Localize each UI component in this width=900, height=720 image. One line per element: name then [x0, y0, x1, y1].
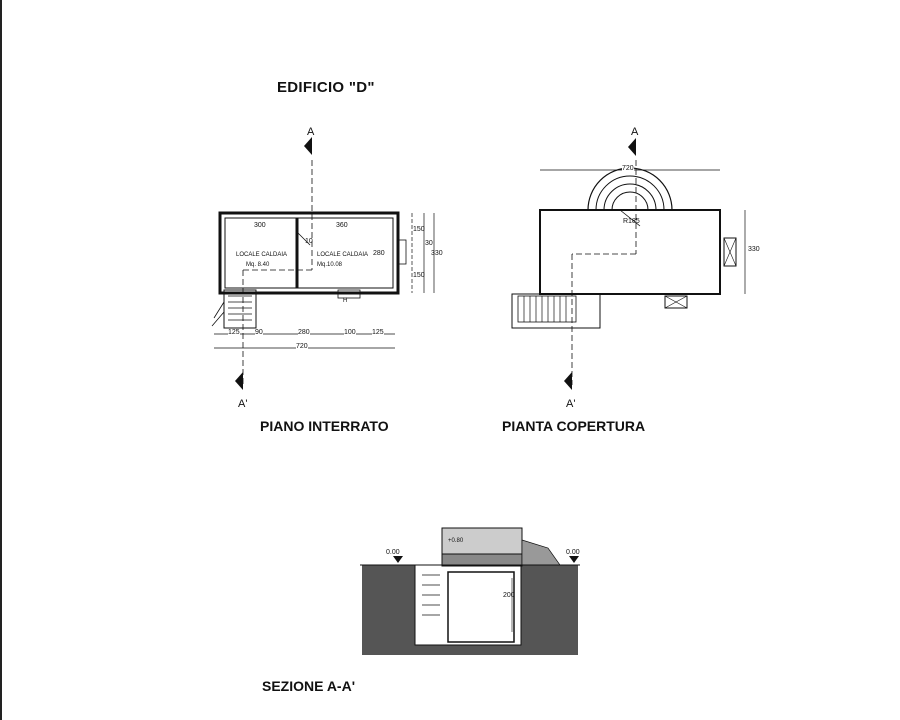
basement-dim-125a: 125: [228, 329, 240, 336]
basement-dim-280v: 280: [373, 250, 385, 257]
basement-dim-300: 300: [254, 222, 266, 229]
roof-title: PIANTA COPERTURA: [502, 418, 646, 434]
basement-dim-100: 100: [344, 329, 356, 336]
roof-section-a-label: A: [631, 126, 639, 138]
section-title: SEZIONE A-A': [262, 678, 356, 694]
section-level-left: 0.00: [386, 549, 400, 556]
section-level-top: +0.80: [448, 538, 464, 544]
basement-dim-30: 30: [425, 240, 433, 247]
page-border: [0, 0, 2, 720]
basement-section-a-label: A: [307, 126, 315, 138]
basement-dim-720: 720: [296, 343, 308, 350]
basement-section-a1-label: A': [238, 398, 248, 410]
room1-name: LOCALE CALDAIA: [236, 252, 288, 258]
basement-plan: [211, 137, 435, 390]
basement-dim-150b: 150: [413, 272, 425, 279]
roof-radius: R185: [623, 218, 640, 225]
roof-dim-330: 330: [748, 246, 760, 253]
basement-title: PIANO INTERRATO: [260, 418, 389, 434]
basement-dim-125b: 125: [372, 329, 384, 336]
room2-area: Mq.10.08: [317, 262, 343, 268]
roof-dim-720: 720: [622, 165, 634, 172]
roof-plan: [511, 138, 746, 390]
roof-section-a1-label: A': [566, 398, 576, 410]
basement-dim-150a: 150: [413, 226, 425, 233]
basement-dim-360: 360: [336, 222, 348, 229]
section-drawing: [360, 527, 580, 655]
room2-name: LOCALE CALDAIA: [317, 252, 369, 258]
basement-window-h: H: [343, 298, 348, 304]
room1-area: Mq. 8.40: [246, 262, 270, 268]
section-height: 200: [503, 592, 515, 599]
basement-dim-10: 10: [305, 238, 313, 245]
basement-dim-330: 330: [431, 250, 443, 257]
basement-dim-280: 280: [298, 329, 310, 336]
section-level-right: 0.00: [566, 549, 580, 556]
basement-dim-90: 90: [255, 329, 263, 336]
page-title: EDIFICIO "D": [277, 79, 375, 96]
